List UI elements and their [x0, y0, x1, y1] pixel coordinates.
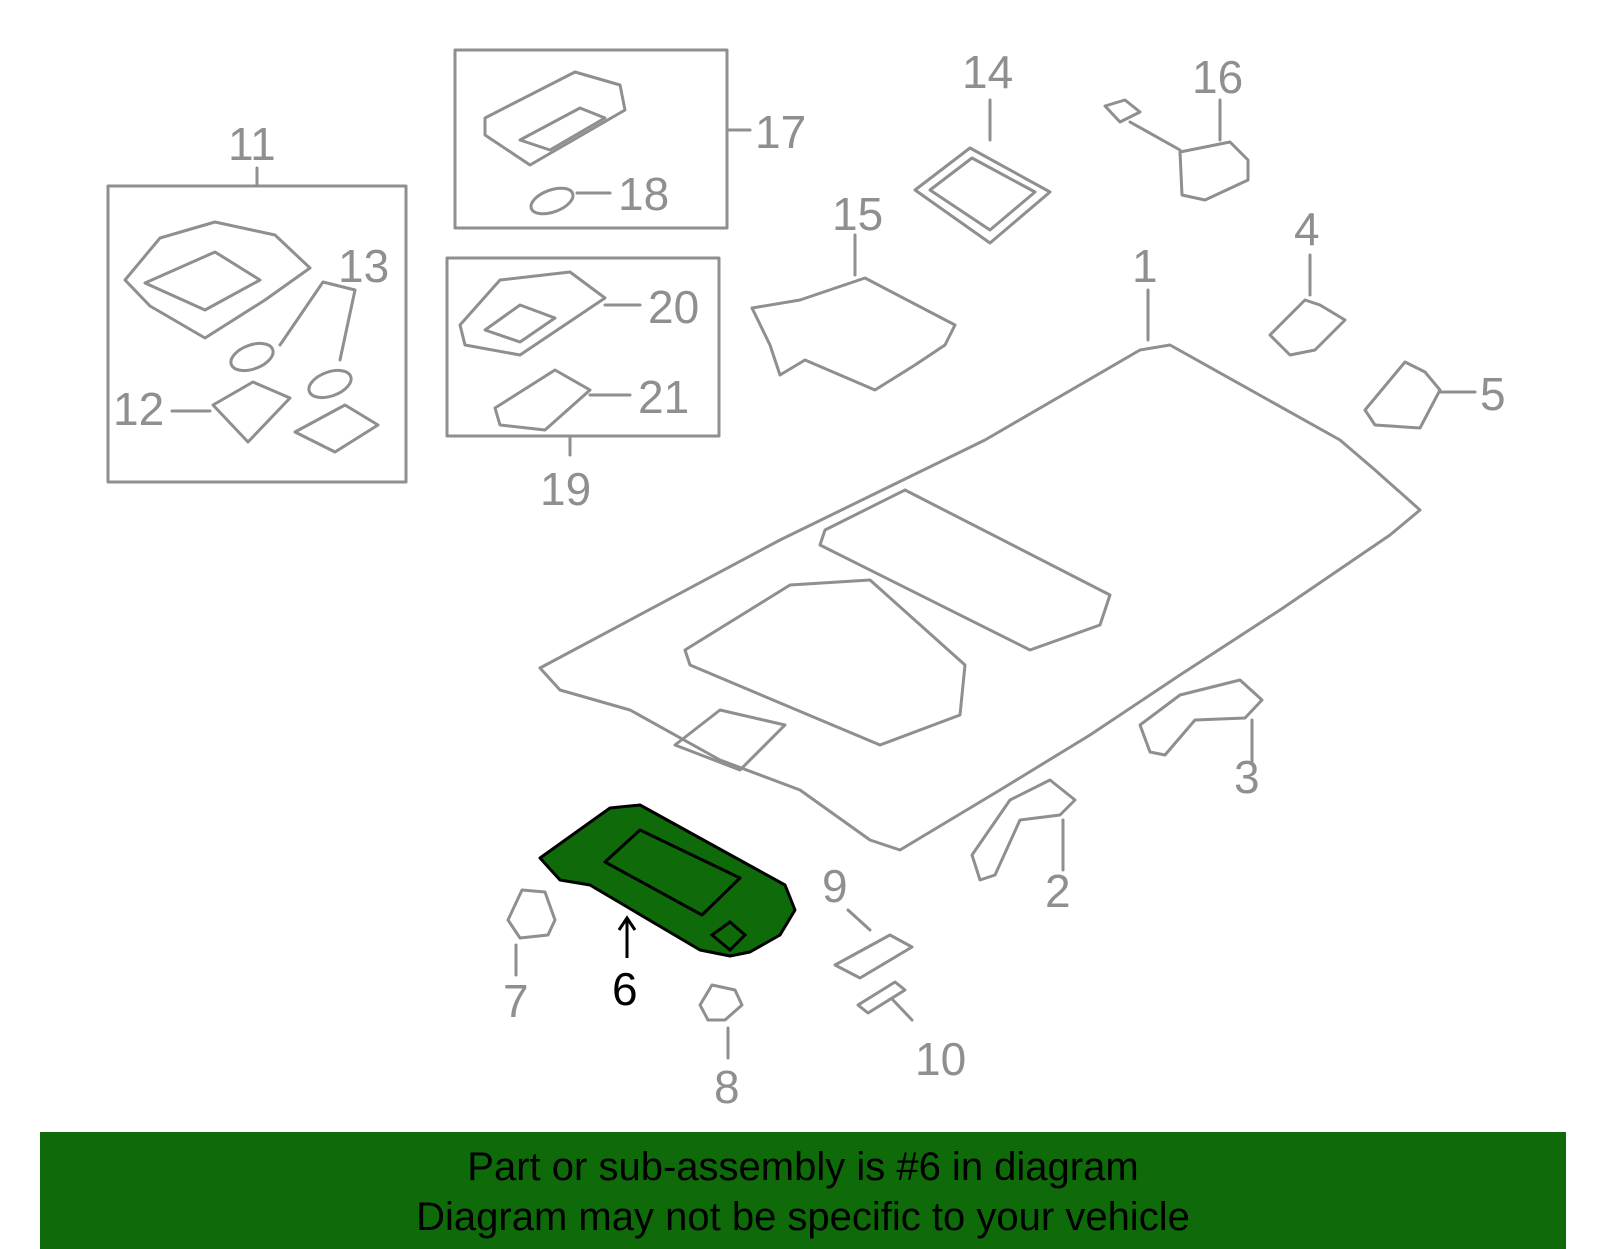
banner-line-2: Diagram may not be specific to your vehi… [416, 1195, 1190, 1239]
callout-14: 14 [962, 46, 1013, 98]
callout-4: 4 [1294, 203, 1320, 255]
part-15 [750, 233, 957, 392]
callout-20: 20 [648, 281, 699, 333]
part-10 [856, 980, 914, 1022]
part-3 [1138, 678, 1264, 764]
callout-17: 17 [755, 106, 806, 158]
part-14 [913, 98, 1052, 245]
part-5 [1363, 360, 1477, 430]
callout-18: 18 [618, 168, 669, 220]
info-banner: Part or sub-assembly is #6 in diagram Di… [40, 1132, 1566, 1249]
part-7 [506, 888, 557, 977]
callout-21: 21 [638, 371, 689, 423]
headliner-part-1 [538, 288, 1422, 852]
box-11-group [106, 166, 408, 484]
part-8 [698, 983, 744, 1060]
callout-3: 3 [1234, 751, 1260, 803]
callout-13: 13 [338, 240, 389, 292]
callout-2: 2 [1045, 865, 1071, 917]
callout-9: 9 [822, 860, 848, 912]
part-4 [1268, 253, 1347, 357]
box-17-group [453, 48, 752, 230]
part-2 [970, 778, 1077, 882]
callout-16: 16 [1192, 51, 1243, 103]
callout-8: 8 [714, 1061, 740, 1113]
callout-1: 1 [1132, 240, 1158, 292]
banner-line-1: Part or sub-assembly is #6 in diagram [467, 1145, 1139, 1189]
callout-11: 11 [228, 118, 276, 170]
box-19-group [445, 256, 721, 457]
callout-7: 7 [503, 975, 529, 1027]
callout-5: 5 [1480, 368, 1506, 420]
part-16 [1103, 98, 1250, 202]
sun-visor-part-6 [538, 803, 797, 958]
callout-15: 15 [832, 188, 883, 240]
callout-19: 19 [540, 463, 591, 515]
callout-12: 12 [113, 383, 164, 435]
callout-6: 6 [612, 963, 638, 1015]
callout-10: 10 [915, 1033, 966, 1085]
part-9 [833, 908, 914, 980]
